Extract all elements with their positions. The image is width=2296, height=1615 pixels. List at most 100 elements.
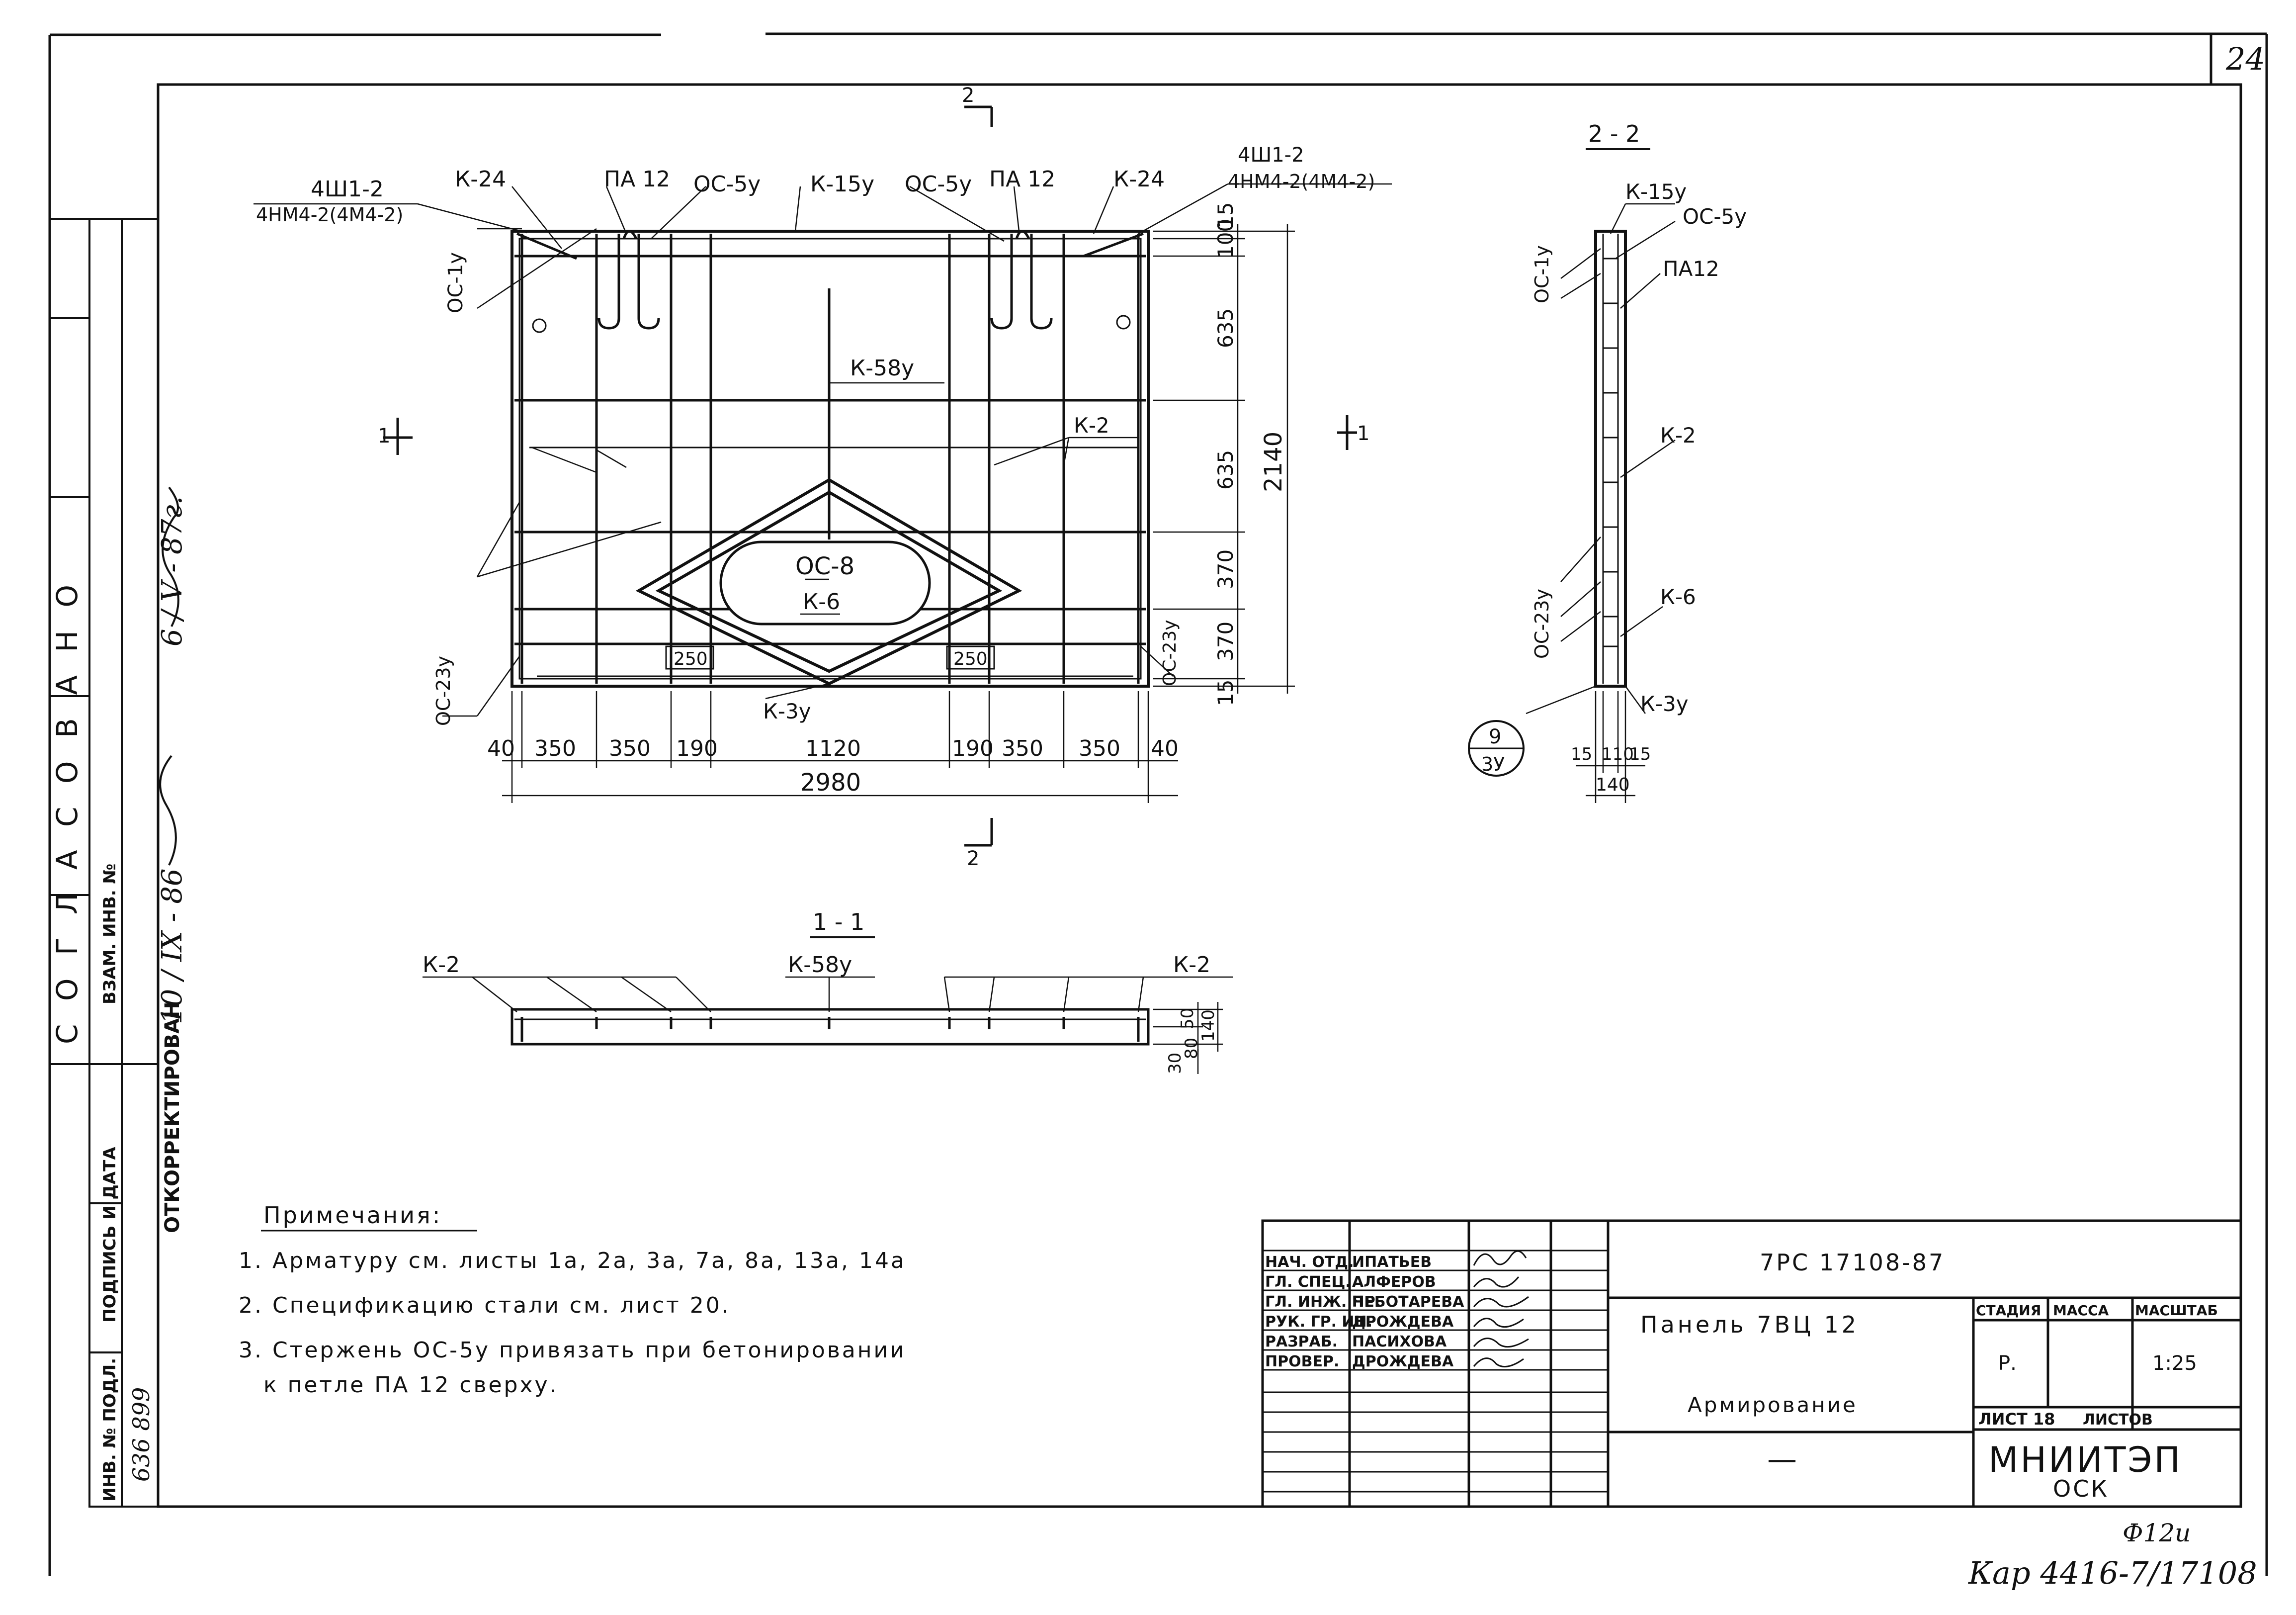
dim-h-190-left: 190 <box>676 736 718 761</box>
label-4sh1-2-right: 4Ш1-2 <box>1238 144 1304 167</box>
stage-value: Р. <box>1998 1352 2017 1375</box>
label-oc5y-left: ОС-5у <box>693 172 761 197</box>
name-0: ИПАТЬЕВ <box>1352 1254 1432 1271</box>
section-2-2-outline <box>1594 230 1627 688</box>
section-mark-1-right: 1 <box>1357 422 1369 445</box>
s22-label-oc1y: ОС-1у <box>1531 245 1553 303</box>
header-stage: СТАДИЯ <box>1976 1302 2041 1319</box>
s22-dim-15-right: 15 <box>1629 744 1651 764</box>
dim-v-635-2: 635 <box>1213 450 1238 490</box>
dim-h-350-3: 350 <box>1002 736 1043 761</box>
side-inv-caption: ИНВ. № ПОДЛ. <box>100 1358 120 1502</box>
label-k24-right: К-24 <box>1113 167 1165 192</box>
s11-label-k2-left: К-2 <box>423 952 460 978</box>
dim-total-height: 2140 <box>1260 432 1287 492</box>
label-4sh1-2-left: 4Ш1-2 <box>311 177 384 202</box>
label-k6: К-6 <box>803 589 840 615</box>
title-code: 7РС 17108-87 <box>1760 1249 1945 1276</box>
side-stamp-agreed: С О Г Л А С О В А Н О <box>50 578 84 1044</box>
s11-label-k2-right: К-2 <box>1173 952 1210 978</box>
dim-chain-vertical <box>1153 224 1295 694</box>
title-name: Панель 7ВЦ 12 <box>1640 1311 1859 1338</box>
lifting-loops <box>597 230 1053 330</box>
opening-oc8 <box>719 540 931 626</box>
label-pa12-left: ПА 12 <box>604 167 670 192</box>
s22-label-k6: К-6 <box>1660 585 1696 609</box>
k24-bars <box>516 232 1144 260</box>
label-oc23y-left: ОС-23у <box>432 656 454 726</box>
role-2: ГЛ. ИНЖ. ПР. <box>1265 1293 1381 1311</box>
leader-lines <box>254 183 1392 717</box>
sheet-label: ЛИСТ 18 <box>1978 1410 2055 1429</box>
dim-250-right: 250 <box>953 649 988 669</box>
header-mass: МАССА <box>2053 1302 2109 1319</box>
role-5: ПРОВЕР. <box>1265 1353 1339 1370</box>
dim-h-1120: 1120 <box>805 736 861 761</box>
dim-v-15-top: 15 <box>1213 202 1238 229</box>
section-mark-2-bottom: 2 <box>967 847 979 870</box>
dim-vertical-values: 15 100 635 635 370 370 15 <box>1213 202 1238 706</box>
side-stamp <box>49 218 159 1508</box>
title-block-grid <box>1261 1219 2242 1508</box>
dim-v-635-1: 635 <box>1213 308 1238 348</box>
panel-inner-line <box>518 238 1142 680</box>
label-oc1y: ОС-1у <box>444 252 467 313</box>
dim-h-350-2: 350 <box>609 736 651 761</box>
section-marks-front <box>383 105 1357 847</box>
label-k24-left: К-24 <box>455 167 506 192</box>
section-2-2-bars <box>1602 234 1619 684</box>
panel-outline <box>510 230 1150 688</box>
title-dash: — <box>1767 1442 1797 1477</box>
sheets-label: ЛИСТОВ <box>2083 1411 2153 1429</box>
org-name: МНИИТЭП <box>1988 1439 2182 1480</box>
note-item-1: 1. Арматуру см. листы 1а, 2а, 3а, 7а, 8а… <box>239 1248 906 1273</box>
s22-dim-15-left: 15 <box>1571 744 1592 764</box>
s22-label-oc23y: ОС-23у <box>1531 589 1553 659</box>
mount-hole-right <box>1116 315 1131 330</box>
label-oc5y-right: ОС-5у <box>905 172 972 197</box>
section-1-1-outline <box>510 1008 1150 1046</box>
side-signature-2 <box>162 486 179 627</box>
s22-dims <box>1576 691 1645 803</box>
s11-label-k58y: К-58у <box>788 952 852 978</box>
label-oc23y-right: ОС-23у <box>1160 620 1180 686</box>
section-1-1-leaders <box>423 976 1233 1013</box>
name-1: АЛФЕРОВ <box>1352 1273 1436 1291</box>
title-roles: НАЧ. ОТД. ИПАТЬЕВ ГЛ. СПЕЦ. АЛФЕРОВ ГЛ. … <box>1265 1254 1464 1370</box>
dim-chain-horizontal <box>502 691 1178 803</box>
s22-dim-110: 110 <box>1602 744 1634 764</box>
s11-dim-80: 80 <box>1182 1038 1201 1059</box>
sheet-number: 24 <box>2225 41 2265 77</box>
dim-h-350-4: 350 <box>1079 736 1120 761</box>
s22-label-oc5y: ОС-5у <box>1683 204 1747 229</box>
role-0: НАЧ. ОТД. <box>1265 1254 1354 1271</box>
notes-title: Примечания: <box>263 1202 442 1229</box>
dim-h-350-1: 350 <box>534 736 576 761</box>
title-block: НАЧ. ОТД. ИПАТЬЕВ ГЛ. СПЕЦ. АЛФЕРОВ ГЛ. … <box>1261 1219 2242 1508</box>
title-subtitle: Армирование <box>1688 1393 1858 1417</box>
dim-250-right-box <box>946 645 995 670</box>
side-corrected-label: ОТКОРРЕКТИРОВАН <box>161 1001 184 1233</box>
s22-label-k15y: К-15у <box>1625 179 1687 204</box>
s22-callout-bottom: 3У <box>1481 753 1505 775</box>
s11-dims <box>1153 1002 1223 1074</box>
s22-label-pa12: ПА12 <box>1663 257 1719 281</box>
dim-h-190-right: 190 <box>952 736 994 761</box>
s11-dim-30: 30 <box>1165 1053 1185 1074</box>
front-view: 4Ш1-2 4НМ4-2(4М4-2) К-24 ПА 12 ОС-5у К-1… <box>254 84 1392 870</box>
dim-total-width: 2980 <box>800 769 861 797</box>
section-2-2-title: 2 - 2 <box>1588 120 1640 147</box>
label-k58y: К-58у <box>850 356 914 381</box>
s22-label-k3y: К-3у <box>1640 692 1689 716</box>
dim-250-left-box <box>665 645 714 670</box>
label-k3y: К-3у <box>763 699 811 723</box>
s11-dim-50: 50 <box>1178 1008 1197 1029</box>
s11-dim-140: 140 <box>1198 1009 1218 1042</box>
section-1-1-title: 1 - 1 <box>813 908 864 935</box>
scale-value: 1:25 <box>2152 1352 2197 1375</box>
dim-v-100: 100 <box>1213 219 1238 259</box>
role-4: РАЗРАБ. <box>1265 1333 1338 1350</box>
name-3: ДРОЖДЕВА <box>1352 1313 1454 1331</box>
section-1-1-stirrups <box>520 1017 1140 1042</box>
